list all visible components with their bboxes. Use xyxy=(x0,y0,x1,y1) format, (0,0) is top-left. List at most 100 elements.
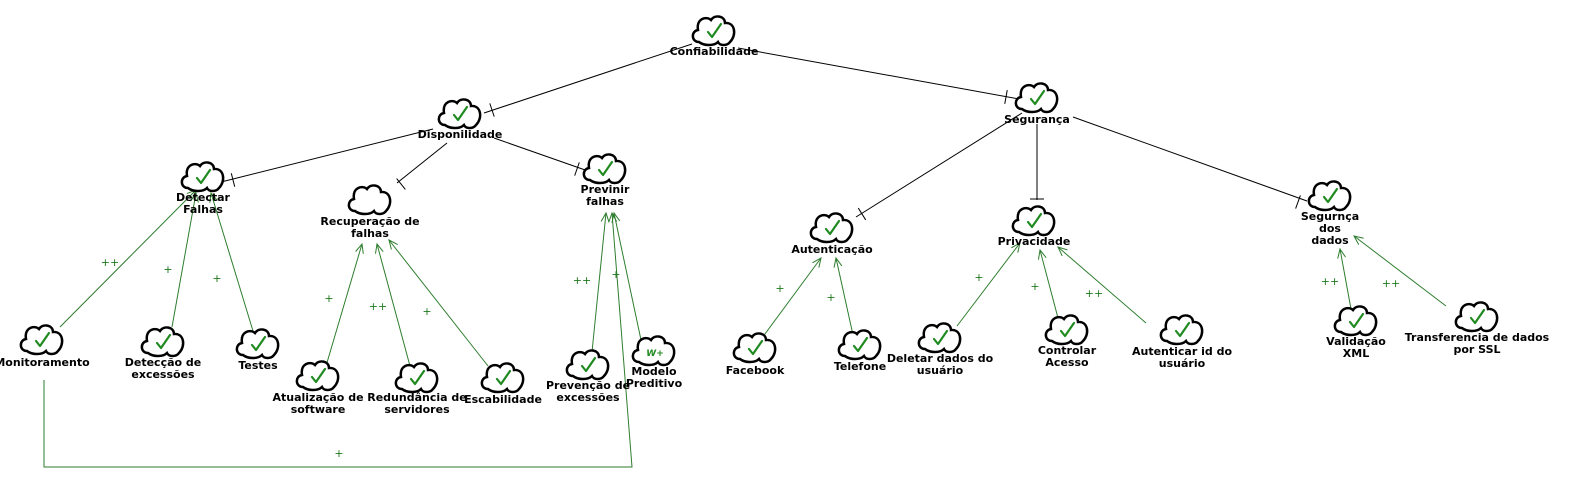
check-cloud-icon xyxy=(565,349,610,381)
goal-node-confiabilidade[interactable]: Confiabilidade xyxy=(670,15,759,58)
contribution-link-facebook-to-autenticacao xyxy=(761,257,822,339)
arrowhead-icon xyxy=(209,191,218,203)
goal-label: Segurança xyxy=(1004,113,1070,126)
decomposition-tick xyxy=(1004,90,1008,104)
contribution-link-atualizacao_software-to-recuperacao_falhas xyxy=(325,243,363,367)
check-cloud-icon xyxy=(1011,205,1056,237)
check-cloud-icon xyxy=(582,153,627,185)
goal-label: Testes xyxy=(238,359,278,372)
goal-node-facebook[interactable]: Facebook xyxy=(726,332,785,377)
check-cloud-icon xyxy=(1333,305,1378,337)
arrowhead-icon xyxy=(1011,242,1021,253)
check-cloud-icon xyxy=(837,329,882,361)
contribution-link-telefone-to-autenticacao xyxy=(835,257,854,336)
decomposition-link-previnir_falhas xyxy=(493,137,589,172)
check-cloud-icon xyxy=(235,328,280,360)
check-cloud-icon xyxy=(1159,314,1204,346)
contribution-label: + xyxy=(826,291,835,304)
edges-layer xyxy=(43,43,1447,468)
goal-node-seguranca[interactable]: Segurança xyxy=(1004,82,1070,126)
arrowhead-icon xyxy=(190,191,199,203)
goal-label: Monitoramento xyxy=(0,356,90,369)
weak-positive-badge: W+ xyxy=(646,349,663,359)
contribution-label: ++ xyxy=(369,300,387,313)
decomposition-link-disponibilidade xyxy=(483,43,693,114)
goal-node-privacidade[interactable]: Privacidade xyxy=(998,205,1071,248)
check-cloud-icon xyxy=(809,212,854,244)
check-cloud-icon xyxy=(732,332,777,364)
goal-label: Escabilidade xyxy=(464,393,542,406)
weak-positive-cloud-icon: W+ xyxy=(631,335,676,367)
arrowhead-icon xyxy=(355,242,364,254)
decomposition-link-seguranca xyxy=(737,47,1020,100)
check-cloud-icon xyxy=(180,161,225,193)
decomposition-tick xyxy=(1295,195,1301,209)
goal-node-telefone[interactable]: Telefone xyxy=(834,329,886,373)
contribution-link-escabilidade-to-recuperacao_falhas xyxy=(388,239,489,367)
contribution-link-validacao_xml-to-seguranca_dados xyxy=(1339,248,1352,310)
goal-node-testes[interactable]: Testes xyxy=(235,328,280,372)
goal-label: Telefone xyxy=(834,360,886,373)
contribution-label: ++ xyxy=(1085,287,1103,300)
goal-node-disponibilidade[interactable]: Disponilidade xyxy=(418,98,503,141)
arrowhead-icon xyxy=(388,239,398,250)
goal-node-autenticacao[interactable]: Autenticação xyxy=(791,212,873,256)
goal-label: Privacidade xyxy=(998,235,1071,248)
goal-node-escabilidade[interactable]: Escabilidade xyxy=(464,362,542,406)
decomposition-tick xyxy=(396,178,406,190)
arrowhead-icon xyxy=(600,211,610,223)
contribution-label: ++ xyxy=(573,274,591,287)
contribution-link-autenticar_id-to-privacidade xyxy=(1057,246,1147,324)
cloud-icon xyxy=(347,184,392,216)
contribution-link-monitoramento-to-detectar_falhas xyxy=(59,189,197,328)
decomposition-link-autenticacao xyxy=(855,112,1023,218)
contribution-link-testes-to-detectar_falhas xyxy=(210,192,254,332)
decomposition-tick xyxy=(857,207,867,221)
check-cloud-icon xyxy=(394,362,439,394)
decomposition-link-seguranca_dados xyxy=(1072,116,1308,202)
contribution-label: + xyxy=(163,263,172,276)
check-cloud-icon xyxy=(691,15,736,47)
contribution-label: + xyxy=(334,447,343,460)
contribution-label: + xyxy=(974,271,983,284)
check-cloud-icon xyxy=(295,360,340,392)
arrowhead-icon xyxy=(608,211,618,223)
arrowhead-icon xyxy=(1057,246,1068,257)
decomposition-link-recuperacao_falhas xyxy=(396,142,448,184)
contribution-label: ++ xyxy=(1382,277,1400,290)
arrowhead-icon xyxy=(1337,247,1346,259)
goal-node-monitoramento[interactable]: Monitoramento xyxy=(0,324,90,369)
contribution-link-modelo_preditivo-to-previnir_falhas xyxy=(613,212,642,341)
contribution-link-controlar_acesso-to-privacidade xyxy=(1039,249,1059,319)
check-cloud-icon xyxy=(1044,314,1089,346)
contribution-labels-layer: ++++++++++++++++++++++ xyxy=(101,256,1400,460)
goal-label: Disponilidade xyxy=(418,128,503,141)
check-cloud-icon xyxy=(1014,82,1059,114)
contribution-link-deteccao_excessoes-to-detectar_falhas xyxy=(171,192,197,328)
